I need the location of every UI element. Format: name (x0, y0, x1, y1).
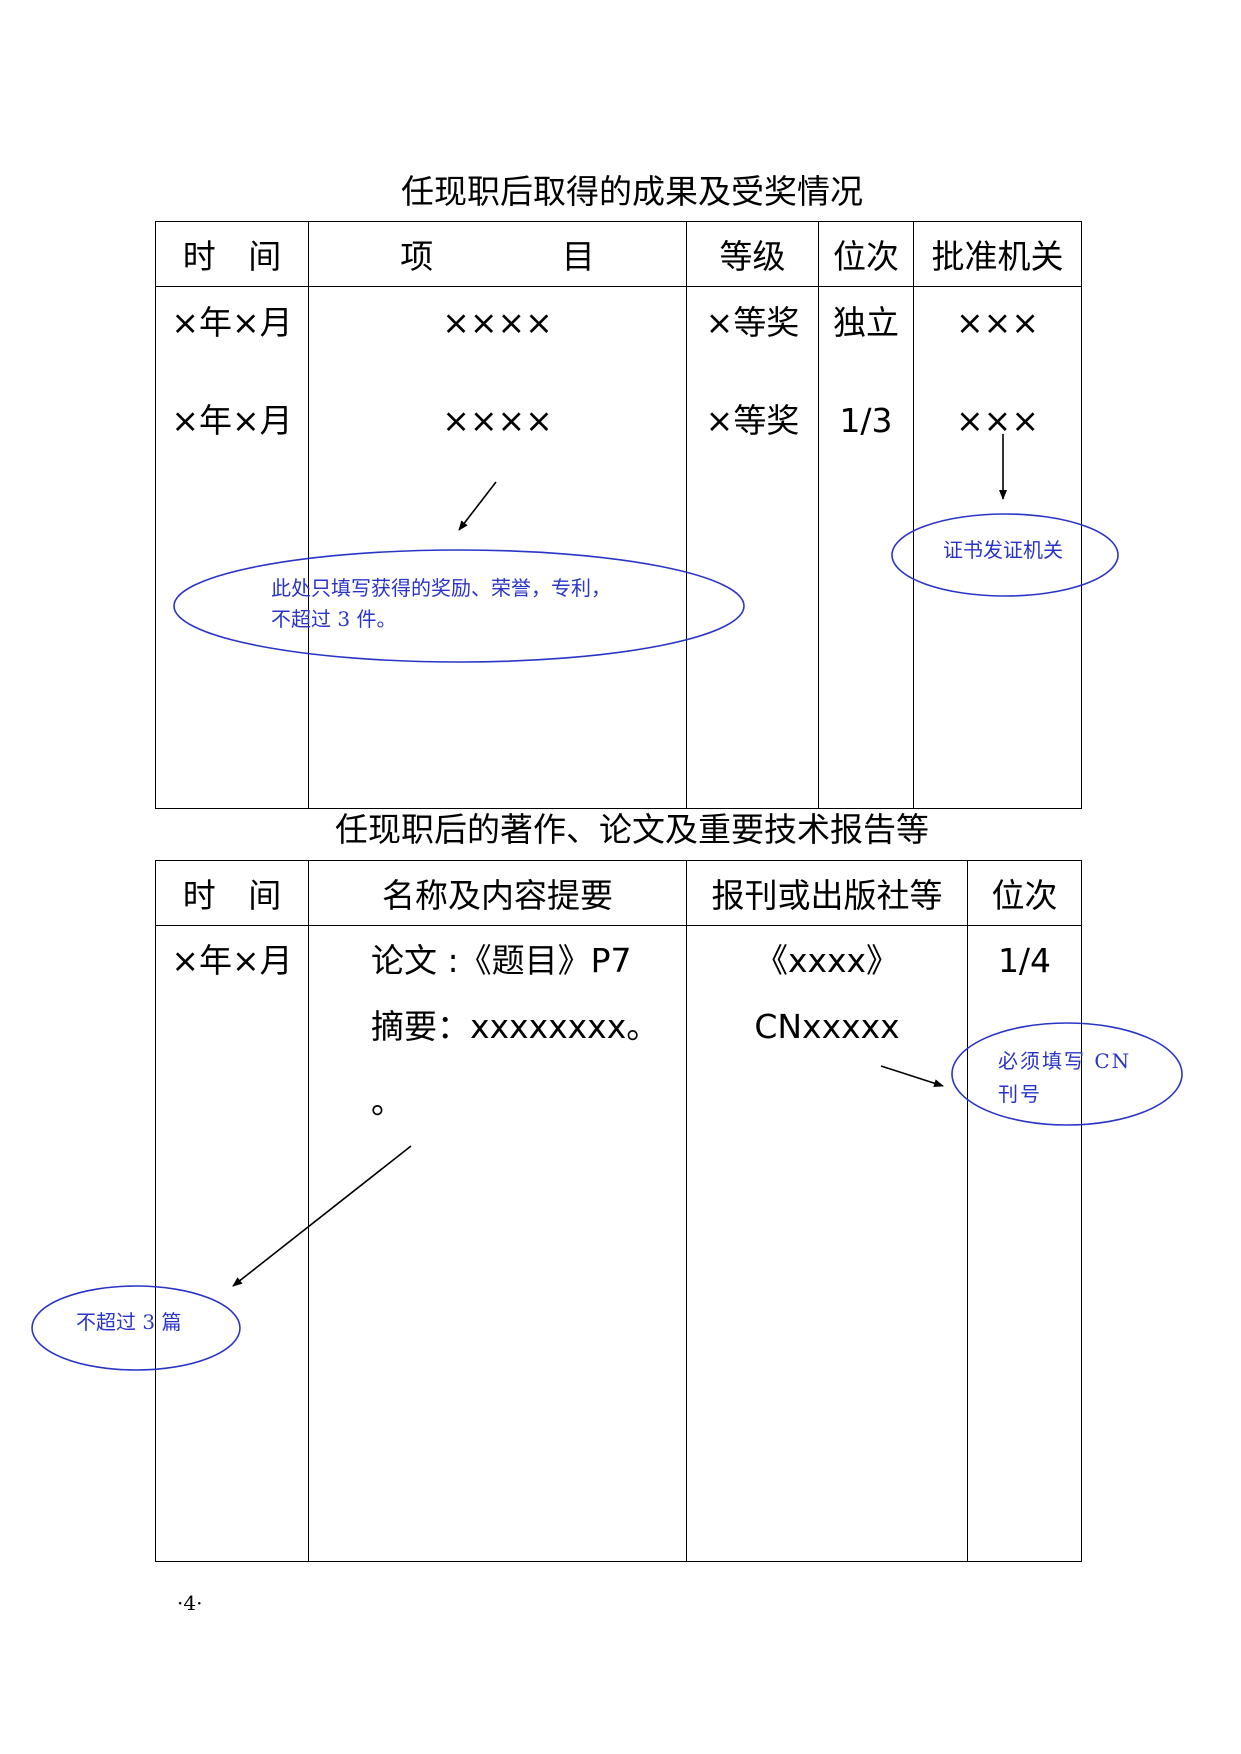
publications-table: 时 间 名称及内容提要 报刊或出版社等 位次 ×年×月 论文 :《题目》P7 摘… (155, 860, 1082, 1562)
header-time: 时 间 (155, 221, 309, 287)
item-cell: ×××× (442, 303, 553, 342)
time-column: ×年×月 ×年×月 (155, 286, 309, 809)
level-column: ×等奖 ×等奖 (686, 286, 819, 809)
cn-number-line: CNxxxxx (754, 1007, 900, 1046)
awards-note: 此处只填写获得的奖励、荣誉，专利， 不超过 3 件。 (271, 573, 611, 635)
header-approval-authority: 批准机关 (913, 221, 1082, 287)
cn-note: 必须填写 CN 刊号 (998, 1045, 1131, 1111)
awards-table-body: ×年×月 ×年×月 ×××× ×××× ×等奖 ×等奖 独立 1/3 ××× ×… (155, 286, 1082, 809)
authority-note: 证书发证机关 (943, 538, 1063, 562)
authority-cell: ××× (956, 303, 1039, 342)
awards-note-line: 此处只填写获得的奖励、荣誉，专利， (271, 576, 611, 600)
header-rank: 位次 (967, 860, 1082, 926)
journal-name-line: 《xxxx》 (754, 941, 900, 980)
rank-cell: 1/3 (839, 401, 893, 440)
period-mark: 。 (371, 1082, 404, 1121)
awards-table-title: 任现职后取得的成果及受奖情况 (401, 172, 863, 211)
awards-table-header-row: 时 间 项 目 等级 位次 批准机关 (155, 221, 1082, 287)
header-time: 时 间 (155, 860, 309, 926)
cn-note-line: 刊号 (998, 1082, 1042, 1106)
page-number: ·4· (177, 1591, 203, 1615)
awards-note-line: 不超过 3 件。 (271, 607, 397, 631)
rank-column: 独立 1/3 (818, 286, 914, 809)
rank-column: 1/4 (967, 925, 1082, 1562)
papers-note: 不超过 3 篇 (76, 1310, 182, 1334)
item-cell: ×××× (442, 401, 553, 440)
awards-table: 时 间 项 目 等级 位次 批准机关 ×年×月 ×年×月 ×××× ×××× ×… (155, 221, 1082, 809)
header-title-summary: 名称及内容提要 (308, 860, 687, 926)
level-cell: ×等奖 (705, 401, 800, 440)
publications-table-header-row: 时 间 名称及内容提要 报刊或出版社等 位次 (155, 860, 1082, 926)
authority-cell: ××× (956, 401, 1039, 440)
header-level: 等级 (686, 221, 819, 287)
time-cell: ×年×月 (171, 941, 293, 980)
cn-note-line: 必须填写 CN (998, 1049, 1132, 1073)
time-column: ×年×月 (155, 925, 309, 1562)
publications-table-title: 任现职后的著作、论文及重要技术报告等 (335, 810, 929, 849)
title-summary-column: 论文 :《题目》P7 摘要：xxxxxxxx。 。 (308, 925, 687, 1562)
time-cell: ×年×月 (171, 303, 293, 342)
level-cell: ×等奖 (705, 303, 800, 342)
time-cell: ×年×月 (171, 401, 293, 440)
paper-title-line: 论文 :《题目》P7 (371, 941, 632, 980)
header-publisher: 报刊或出版社等 (686, 860, 968, 926)
item-column: ×××× ×××× (308, 286, 687, 809)
publisher-column: 《xxxx》 CNxxxxx (686, 925, 968, 1562)
paper-abstract-line: 摘要：xxxxxxxx。 (371, 1007, 660, 1046)
header-rank: 位次 (818, 221, 914, 287)
rank-cell: 1/4 (997, 941, 1052, 980)
publications-table-body: ×年×月 论文 :《题目》P7 摘要：xxxxxxxx。 。 《xxxx》 CN… (155, 925, 1082, 1562)
header-item: 项 目 (308, 221, 687, 287)
rank-cell: 独立 (833, 303, 899, 342)
